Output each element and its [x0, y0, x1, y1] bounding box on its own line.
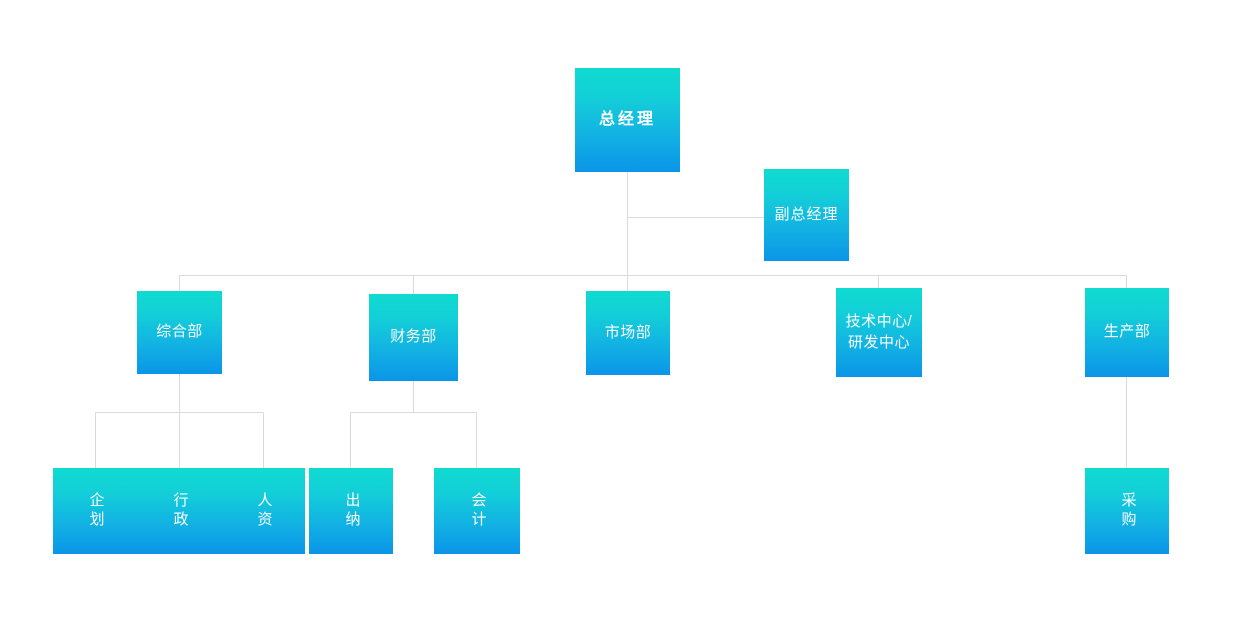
node-production-dept[interactable]: 生产部 [1085, 288, 1169, 377]
node-label-tech-center-line2: 研发中心 [847, 333, 910, 351]
node-tech-center[interactable]: 技术中心/ 研发中心 [836, 288, 922, 377]
node-label-tech-center-line1: 技术中心/ [845, 313, 913, 331]
node-label-purchasing: 采购 [1121, 492, 1138, 528]
node-label-planning: 企划 [89, 492, 106, 528]
node-label-tech-center: 技术中心/ 研发中心 [844, 312, 915, 353]
node-label-production-dept: 生产部 [1103, 323, 1151, 341]
node-comprehensive-dept[interactable]: 综合部 [137, 291, 222, 374]
node-label-administration: 行政 [173, 492, 190, 528]
node-label-market-dept: 市场部 [604, 323, 652, 341]
node-label-cashier: 出纳 [345, 492, 362, 528]
node-label-deputy-general-manager: 副总经理 [774, 205, 839, 223]
node-label-accounting: 会计 [471, 492, 488, 528]
node-label-comprehensive-dept: 综合部 [156, 323, 203, 341]
node-administration[interactable]: 行政 [137, 468, 221, 554]
node-market-dept[interactable]: 市场部 [586, 291, 670, 375]
node-finance-dept[interactable]: 财务部 [369, 294, 458, 381]
node-planning[interactable]: 企划 [53, 468, 137, 554]
node-deputy-general-manager[interactable]: 副总经理 [764, 169, 849, 261]
node-general-manager[interactable]: 总经理 [575, 68, 680, 172]
node-label-finance-dept: 财务部 [390, 328, 437, 346]
node-label-general-manager: 总经理 [598, 111, 656, 129]
node-human-resources[interactable]: 人资 [221, 468, 305, 554]
node-purchasing[interactable]: 采购 [1085, 468, 1169, 554]
node-label-human-resources: 人资 [257, 492, 274, 528]
node-accounting[interactable]: 会计 [434, 468, 520, 554]
node-cashier[interactable]: 出纳 [309, 468, 393, 554]
